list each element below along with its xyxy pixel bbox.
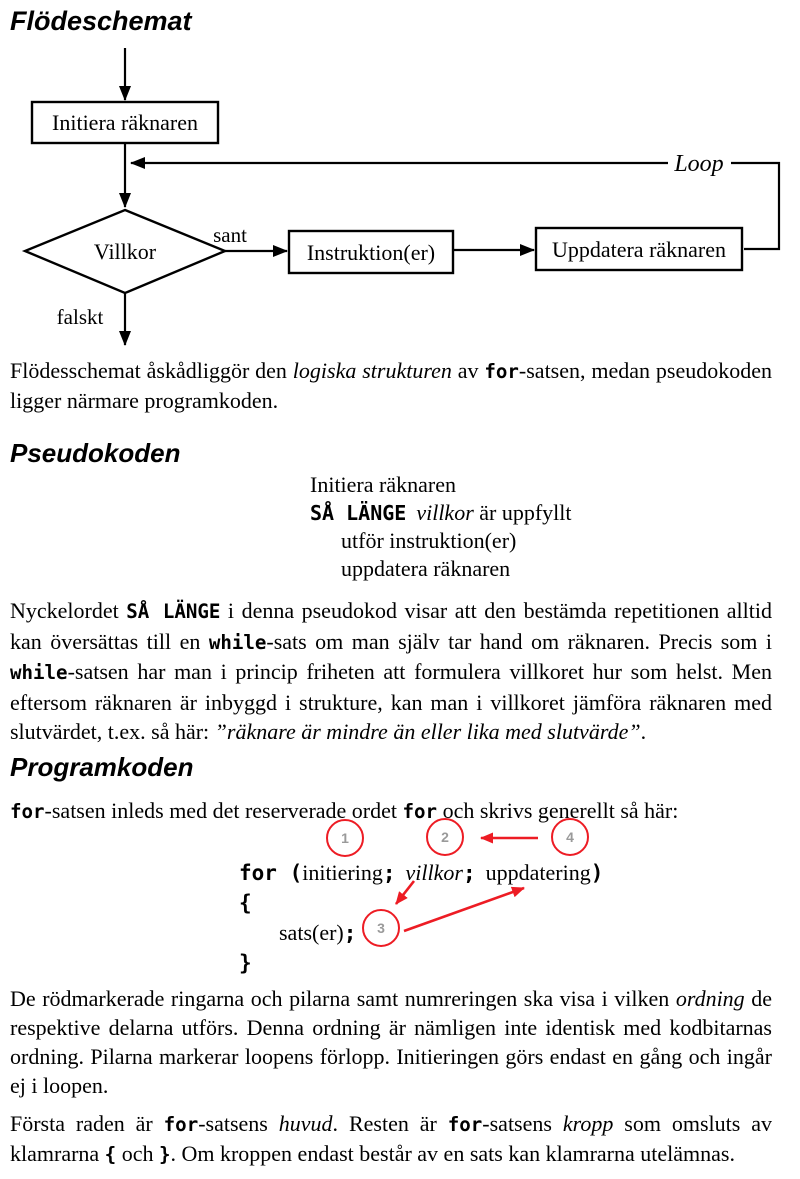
- pseudocode-line-1: Initiera räknaren: [310, 472, 456, 497]
- text-segment-italic-quote: ”räknare är mindre än eller lika med slu…: [214, 719, 641, 744]
- flow-diamond-condition-label: Villkor: [94, 239, 157, 264]
- flow-box-update: [534, 226, 744, 272]
- pseudocode-villkor: villkor: [416, 500, 474, 525]
- code-line-header: for (initiering;villkor;uppdatering): [239, 858, 603, 888]
- paragraph-programcode-intro: for-satsen inleds med det reserverade or…: [10, 796, 772, 826]
- text-segment-italic: logiska strukturen: [292, 358, 452, 383]
- text-segment: Nyckelordet: [10, 598, 127, 623]
- text-segment: i denna pseudokod visar att den bestämda…: [10, 598, 772, 654]
- order-marker-2: 2: [426, 818, 464, 856]
- text-segment: är uppfyllt: [473, 500, 572, 525]
- paragraph-flowchart: Flödesschemat åskådliggör den logiska st…: [10, 356, 772, 415]
- flow-loop-label: Loop: [673, 151, 723, 177]
- order-marker-4: 4: [551, 818, 589, 856]
- text-segment: . Resten är: [332, 1111, 448, 1136]
- flow-box-init-label: Initiera räknaren: [52, 110, 198, 135]
- order-marker-2-number: 2: [441, 829, 449, 845]
- paragraph-rings: De rödmarkerade ringarna och pilarna sam…: [10, 984, 772, 1100]
- code-uppdatering: uppdatering: [485, 860, 591, 885]
- text-segment: Flödesschemat åskådliggör den: [10, 358, 293, 383]
- code-paren-close: ): [590, 861, 604, 885]
- text-segment: och skrivs generellt så här:: [437, 798, 679, 823]
- flow-box-update-label: Uppdatera räknaren: [552, 237, 726, 262]
- text-segment: och: [116, 1141, 159, 1166]
- text-segment: -satsen, medan pseudokoden ligger närmar…: [10, 358, 772, 413]
- order-marker-1: 1: [326, 819, 364, 857]
- text-segment: -satsens: [198, 1111, 279, 1136]
- order-marker-3-number: 3: [377, 920, 385, 936]
- text-segment: -satsens: [482, 1111, 563, 1136]
- code-semicolon: ;: [462, 861, 476, 885]
- pseudocode-line-3: utför instruktion(er): [341, 528, 517, 553]
- text-segment: Första raden är: [10, 1111, 164, 1136]
- keyword-for: for: [163, 1113, 199, 1136]
- text-segment: De rödmarkerade ringarna och pilarna sam…: [10, 986, 676, 1011]
- code-brace-close: }: [158, 1143, 171, 1166]
- flow-box-instruction: [287, 229, 455, 275]
- flow-sant-label: sant: [213, 223, 247, 247]
- text-segment: -satsen inleds med det reserverade ordet: [44, 798, 403, 823]
- keyword-for: for: [402, 800, 438, 823]
- code-brace-close: }: [239, 951, 252, 975]
- code-sats: sats(er): [279, 920, 344, 945]
- flow-falskt-label: falskt: [57, 305, 104, 329]
- keyword-sa-lange: SÅ LÄNGE: [310, 501, 407, 525]
- flow-loop-line-right: [731, 161, 781, 251]
- text-segment-italic: huvud: [278, 1111, 333, 1136]
- text-segment: som omsluts av klamrarna: [10, 1111, 772, 1166]
- text-segment-italic: ordning: [675, 986, 745, 1011]
- code-brace-open: {: [104, 1143, 117, 1166]
- keyword-while: while: [208, 630, 267, 654]
- pseudocode-line-2: SÅ LÄNGE villkor är uppfyllt: [310, 499, 572, 527]
- for-statement-code: for (initiering;villkor;uppdatering) { s…: [239, 858, 603, 978]
- text-segment: . Om kroppen endast består av en sats ka…: [170, 1141, 735, 1166]
- section-title-flowchart: Flödeschemat: [10, 6, 192, 36]
- code-semicolon: ;: [382, 861, 396, 885]
- order-marker-1-number: 1: [341, 830, 349, 846]
- code-brace-open: {: [239, 891, 252, 915]
- code-line-body: sats(er);: [239, 918, 603, 948]
- text-segment: -satsen har man i princip friheten att f…: [10, 659, 772, 744]
- keyword-for: for: [447, 1113, 483, 1136]
- text-segment: av: [451, 358, 485, 383]
- order-marker-4-number: 4: [566, 829, 574, 845]
- flowchart-diagram: Initiera räknaren Loop Villkor sant Inst…: [21, 48, 781, 346]
- keyword-for-paren: for (: [239, 861, 303, 885]
- text-segment: de respektive delarna utförs. Denna ordn…: [10, 986, 773, 1098]
- code-line-brace-open: {: [239, 888, 603, 918]
- text-segment: -sats om man själv tar hand om räknaren.…: [266, 628, 772, 654]
- keyword-for: for: [10, 800, 45, 823]
- keyword-sa-lange: SÅ LÄNGE: [126, 600, 221, 623]
- keyword-for: for: [484, 360, 519, 383]
- section-title-pseudocode: Pseudokoden: [10, 438, 181, 468]
- text-segment: .: [640, 719, 647, 744]
- code-initiering: initiering: [302, 860, 383, 885]
- keyword-while: while: [10, 661, 68, 684]
- paragraph-pseudocode: Nyckelordet SÅ LÄNGE i denna pseudokod v…: [10, 596, 772, 747]
- code-villkor: villkor: [405, 860, 463, 885]
- pseudocode-block: Initiera räknaren SÅ LÄNGE villkor är upp…: [310, 471, 572, 583]
- code-line-brace-close: }: [239, 948, 603, 978]
- flow-box-instruction-label: Instruktion(er): [307, 240, 435, 265]
- order-marker-3: 3: [362, 909, 400, 947]
- section-title-programcode: Programkoden: [10, 752, 194, 782]
- code-semicolon: ;: [343, 921, 357, 945]
- pseudocode-line-4: uppdatera räknaren: [341, 556, 511, 581]
- text-segment-italic: kropp: [562, 1111, 614, 1136]
- paragraph-head-body: Första raden är for-satsens huvud. Reste…: [10, 1109, 772, 1169]
